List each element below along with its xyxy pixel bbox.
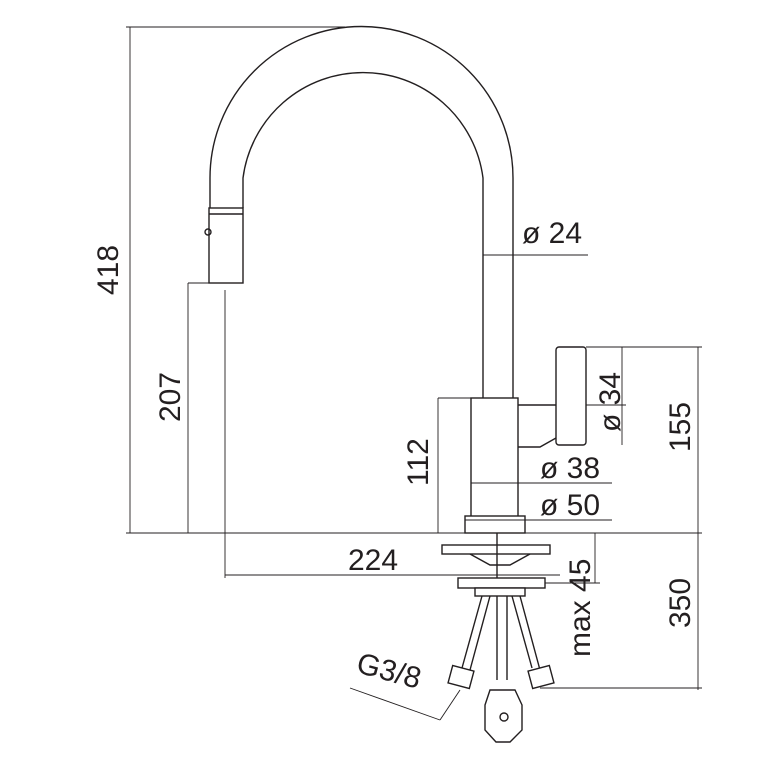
dim-hose-length: 350 [664, 578, 697, 628]
dim-total-height: 418 [92, 245, 125, 295]
under-deck-fixing [441, 533, 551, 597]
dim-spout-reach: 224 [348, 544, 398, 577]
pull-out-head [204, 207, 244, 284]
dim-spout-outlet-height: 207 [154, 372, 187, 422]
spout [209, 25, 514, 398]
dim-spout-tube-diameter: ø 24 [522, 217, 582, 250]
dimension-lines [126, 26, 702, 721]
dim-base-diameter: ø 50 [540, 489, 600, 522]
dim-body-diameter: ø 38 [540, 452, 600, 485]
supply-hoses [447, 595, 555, 743]
dim-connection-thread: G3/8 [353, 647, 424, 696]
dim-max-deck-thickness: max 45 [564, 559, 597, 657]
dim-lever-diameter: ø 34 [594, 372, 627, 432]
dim-body-height: 112 [402, 438, 435, 486]
dim-lever-height: 155 [664, 402, 697, 452]
